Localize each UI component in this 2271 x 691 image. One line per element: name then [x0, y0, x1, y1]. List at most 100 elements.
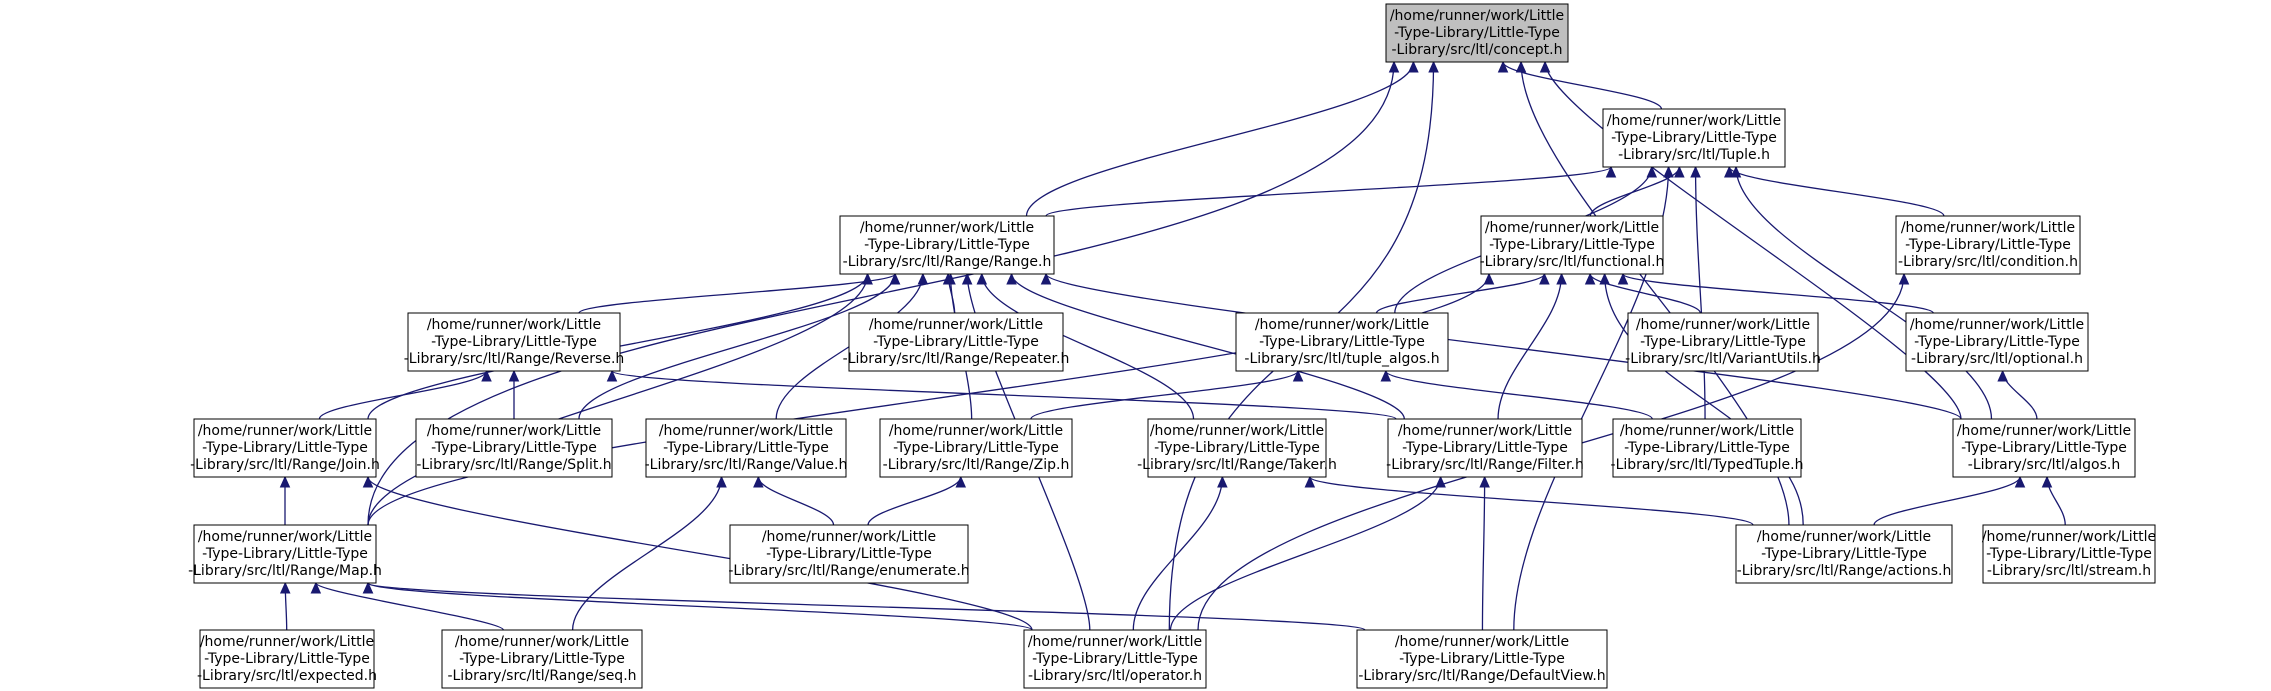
node-join[interactable]: /home/runner/work/Little-Type-Library/Li…: [190, 418, 380, 478]
node-box: [1905, 312, 2089, 372]
edge-operator-to-map: [367, 582, 1033, 631]
node-concept[interactable]: /home/runner/work/Little-Type-Library/Li…: [1385, 3, 1569, 63]
node-label-line: /home/runner/work/Little: [198, 529, 372, 545]
edge-arrowhead: [1617, 272, 1629, 285]
node-box: [1356, 629, 1608, 689]
node-label-line: /home/runner/work/Little: [762, 529, 936, 545]
node-label-line: -Library/src/ltl/optional.h: [1911, 351, 2083, 367]
edge-arrowhead: [1428, 60, 1439, 73]
edge-arrowhead: [279, 581, 291, 594]
edge-arrowhead: [1380, 369, 1392, 382]
node-tuple[interactable]: /home/runner/work/Little-Type-Library/Li…: [1602, 108, 1786, 168]
node-stream[interactable]: /home/runner/work/Little-Type-Library/Li…: [1982, 524, 2156, 584]
node-label-line: -Library/src/ltl/Range/Filter.h: [1386, 457, 1584, 473]
node-label-line: -Type-Library/Little-Type: [1259, 334, 1425, 350]
node-operator[interactable]: /home/runner/work/Little-Type-Library/Li…: [1023, 629, 1207, 689]
edge-seq-to-value: [571, 476, 723, 631]
node-label-line: -Type-Library/Little-Type: [202, 440, 368, 456]
edge-arrowhead: [1483, 272, 1495, 285]
node-label-line: -Type-Library/Little-Type: [1611, 130, 1777, 146]
node-box: [1895, 215, 2081, 275]
node-range[interactable]: /home/runner/work/Little-Type-Library/Li…: [839, 215, 1055, 275]
edge-filter-to-reverse: [611, 370, 1397, 420]
node-typedtuple[interactable]: /home/runner/work/Little-Type-Library/Li…: [1611, 418, 1804, 478]
node-label-line: -Library/src/ltl/VariantUtils.h: [1625, 351, 1821, 367]
node-label-line: -Library/src/ltl/algos.h: [1968, 457, 2120, 473]
node-label-line: /home/runner/work/Little: [198, 423, 372, 439]
node-box: [645, 418, 847, 478]
node-condition[interactable]: /home/runner/work/Little-Type-Library/Li…: [1895, 215, 2081, 275]
node-taker[interactable]: /home/runner/work/Little-Type-Library/Li…: [1137, 418, 1337, 478]
node-box: [193, 524, 377, 584]
edge-arrowhead: [1898, 272, 1910, 285]
node-box: [193, 418, 377, 478]
edge-arrowhead: [1388, 60, 1400, 73]
edge-arrowhead: [508, 369, 520, 382]
node-label-line: /home/runner/work/Little: [1255, 317, 1429, 333]
node-optional[interactable]: /home/runner/work/Little-Type-Library/Li…: [1905, 312, 2089, 372]
node-label-line: /home/runner/work/Little: [1485, 220, 1659, 236]
node-label-line: /home/runner/work/Little: [1636, 317, 1810, 333]
edge-arrowhead: [2014, 475, 2026, 488]
node-label-line: /home/runner/work/Little: [860, 220, 1034, 236]
edge-tuple-to-concept: [1502, 61, 1663, 110]
node-seq[interactable]: /home/runner/work/Little-Type-Library/Li…: [441, 629, 643, 689]
edge-join-to-reverse: [318, 370, 488, 420]
node-label-line: -Library/src/ltl/stream.h: [1987, 563, 2151, 579]
node-defaultview[interactable]: /home/runner/work/Little-Type-Library/Li…: [1356, 629, 1608, 689]
node-box: [1023, 629, 1207, 689]
edge-actions-to-functional: [1603, 273, 1804, 526]
node-label-line: /home/runner/work/Little: [1901, 220, 2075, 236]
node-label-line: /home/runner/work/Little: [1607, 113, 1781, 129]
edge-enumerate-to-zip: [867, 476, 962, 526]
edge-variantutils-to-functional: [1589, 273, 1701, 314]
node-actions[interactable]: /home/runner/work/Little-Type-Library/Li…: [1735, 524, 1953, 584]
node-label-line: -Type-Library/Little-Type: [1624, 440, 1790, 456]
node-label-line: -Library/src/ltl/Range/Range.h: [843, 254, 1052, 270]
node-label-line: -Type-Library/Little-Type: [873, 334, 1039, 350]
node-label-line: -Library/src/ltl/Range/Map.h: [188, 563, 382, 579]
edge-algos-to-range: [1045, 273, 1962, 420]
node-box: [879, 418, 1073, 478]
node-enumerate[interactable]: /home/runner/work/Little-Type-Library/Li…: [728, 524, 970, 584]
node-tuple_algos[interactable]: /home/runner/work/Little-Type-Library/Li…: [1235, 312, 1449, 372]
node-value[interactable]: /home/runner/work/Little-Type-Library/Li…: [645, 418, 848, 478]
node-zip[interactable]: /home/runner/work/Little-Type-Library/Li…: [879, 418, 1073, 478]
edge-filter-to-range: [1010, 273, 1405, 420]
edge-arrowhead: [753, 475, 764, 488]
node-expected[interactable]: /home/runner/work/Little-Type-Library/Li…: [197, 629, 377, 689]
node-box: [1627, 312, 1819, 372]
node-algos[interactable]: /home/runner/work/Little-Type-Library/Li…: [1952, 418, 2136, 478]
node-functional[interactable]: /home/runner/work/Little-Type-Library/Li…: [1480, 215, 1665, 275]
node-box: [1952, 418, 2136, 478]
node-box: [1612, 418, 1802, 478]
edge-arrowhead: [1497, 60, 1509, 73]
edge-arrowhead: [1724, 165, 1735, 178]
node-label-line: /home/runner/work/Little: [1398, 423, 1572, 439]
node-label-line: -Type-Library/Little-Type: [1394, 25, 1560, 41]
node-filter[interactable]: /home/runner/work/Little-Type-Library/Li…: [1386, 418, 1584, 478]
node-label-line: -Library/src/ltl/concept.h: [1391, 42, 1562, 58]
node-label-line: -Type-Library/Little-Type: [202, 546, 368, 562]
edge-layer: [279, 60, 2066, 631]
node-box: [1387, 418, 1583, 478]
node-repeater[interactable]: /home/runner/work/Little-Type-Library/Li…: [843, 312, 1070, 372]
edge-split-to-range: [578, 273, 896, 420]
node-label-line: -Library/src/ltl/Range/Zip.h: [883, 457, 1070, 473]
edge-actions-to-algos: [1873, 476, 2021, 526]
node-split[interactable]: /home/runner/work/Little-Type-Library/Li…: [415, 418, 613, 478]
edge-typedtuple-to-tuple_algos: [1385, 370, 1653, 420]
edge-arrowhead: [279, 475, 291, 488]
node-label-line: -Library/src/ltl/functional.h: [1480, 254, 1665, 270]
node-reverse[interactable]: /home/runner/work/Little-Type-Library/Li…: [404, 312, 625, 372]
node-label-line: -Library/src/ltl/Range/actions.h: [1737, 563, 1952, 579]
edge-tuple_algos-to-functional: [1375, 273, 1546, 314]
node-map[interactable]: /home/runner/work/Little-Type-Library/Li…: [188, 524, 382, 584]
node-label-line: -Type-Library/Little-Type: [1402, 440, 1568, 456]
node-box: [1480, 215, 1664, 275]
node-box: [729, 524, 969, 584]
node-variantutils[interactable]: /home/runner/work/Little-Type-Library/Li…: [1625, 312, 1821, 372]
edge-arrowhead: [1292, 369, 1304, 382]
node-label-line: -Type-Library/Little-Type: [1154, 440, 1320, 456]
edge-arrowhead: [1556, 272, 1567, 285]
